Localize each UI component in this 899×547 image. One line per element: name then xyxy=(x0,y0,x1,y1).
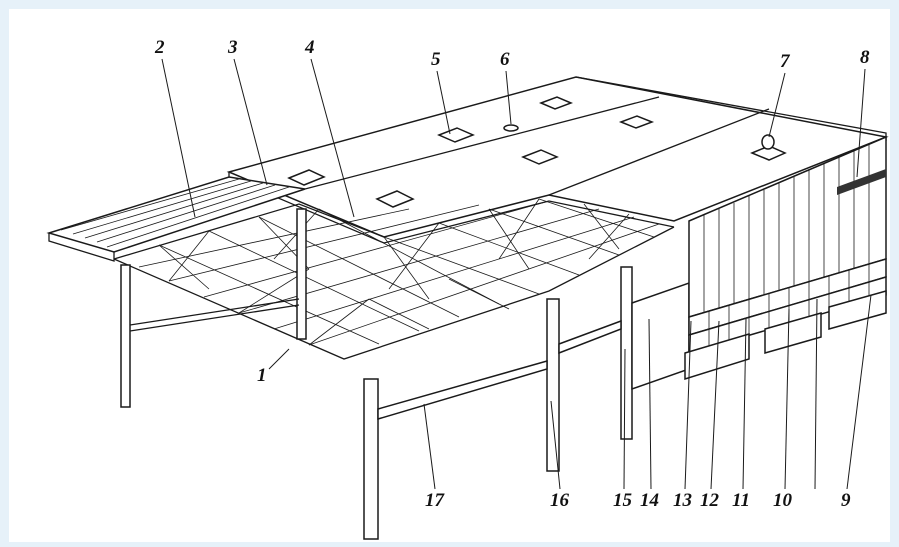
callout-10: 10 xyxy=(773,490,793,511)
roof-vents xyxy=(503,124,775,150)
callout-13: 13 xyxy=(673,490,692,511)
leader-lines xyxy=(161,58,872,490)
callout-8: 8 xyxy=(860,47,870,68)
columns xyxy=(120,208,633,540)
callout-12: 12 xyxy=(700,490,720,511)
profiled-deck xyxy=(46,176,306,262)
callout-16: 16 xyxy=(550,490,570,511)
wall-cladding xyxy=(684,135,887,381)
callout-labels: 2 3 4 5 6 7 8 1 17 16 15 14 13 12 11 10 … xyxy=(154,37,870,511)
callout-17: 17 xyxy=(425,490,446,511)
figure-panel: 2 3 4 5 6 7 8 1 17 16 15 14 13 12 11 10 … xyxy=(9,9,890,542)
callout-11: 11 xyxy=(732,490,750,511)
callout-4: 4 xyxy=(304,37,315,58)
callout-7: 7 xyxy=(780,51,791,72)
skylights xyxy=(287,96,787,208)
callout-1: 1 xyxy=(257,365,267,386)
callout-3: 3 xyxy=(227,37,238,58)
callout-6: 6 xyxy=(500,49,510,70)
callout-5: 5 xyxy=(431,49,441,70)
callout-15: 15 xyxy=(613,490,633,511)
building-structure-drawing: 2 3 4 5 6 7 8 1 17 16 15 14 13 12 11 10 … xyxy=(46,37,889,540)
callout-14: 14 xyxy=(640,490,659,511)
crane-beams xyxy=(129,281,690,421)
callout-2: 2 xyxy=(154,37,165,58)
callout-9: 9 xyxy=(841,490,851,511)
